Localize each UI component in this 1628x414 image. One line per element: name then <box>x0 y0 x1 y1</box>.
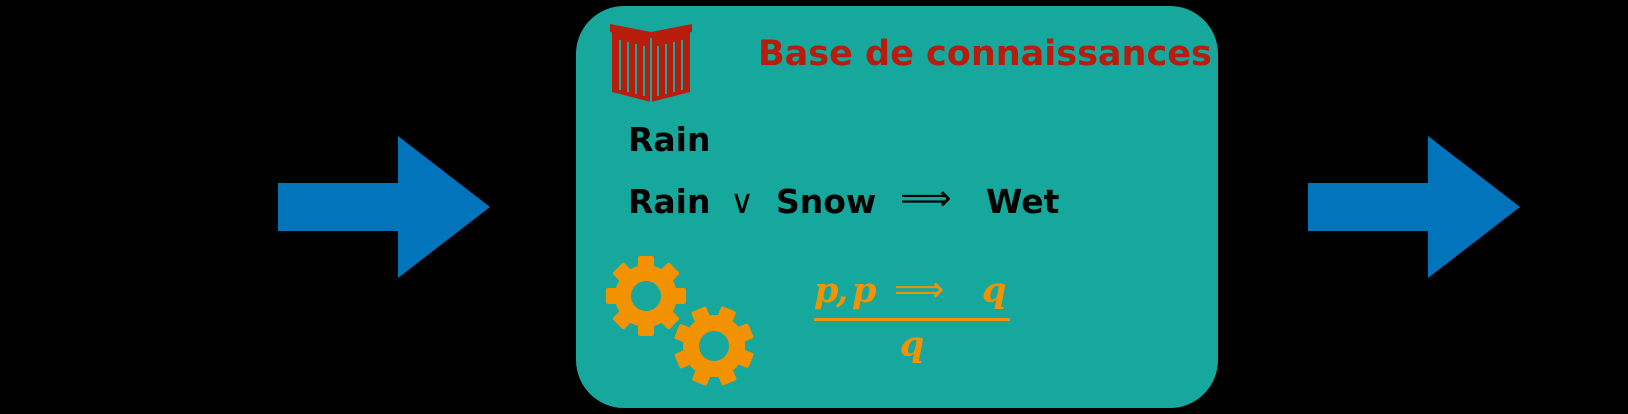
knowledge-base-title: Base de connaissances <box>758 34 1212 74</box>
knowledge-base-box: Base de connaissances Rain Rain ∨ Snow ⟹… <box>576 6 1218 408</box>
rule-conclusion-q: q <box>899 324 925 365</box>
input-arrow-icon <box>278 136 490 278</box>
output-arrow-icon <box>1308 136 1520 278</box>
rule-inference-bar <box>814 318 1010 321</box>
rule-premise-p-implication: p <box>852 270 877 311</box>
implies-operator: ⟹ <box>900 178 952 219</box>
rule-premises: p , p ⟹ q <box>814 270 1010 314</box>
book-icon <box>610 24 692 102</box>
modus-ponens-rule: p , p ⟹ q q <box>814 270 1010 380</box>
rule-comma: , <box>836 270 849 311</box>
rule-implies-operator: ⟹ <box>894 270 945 310</box>
or-operator: ∨ <box>730 182 755 221</box>
rule-premise-p: p <box>814 270 839 311</box>
atom-snow: Snow <box>776 182 877 221</box>
atom-rain: Rain <box>628 182 711 221</box>
atom-wet: Wet <box>986 182 1060 221</box>
rule-premise-q: q <box>982 270 1007 311</box>
atom-rain: Rain <box>628 120 711 159</box>
gears-icon <box>606 256 754 386</box>
